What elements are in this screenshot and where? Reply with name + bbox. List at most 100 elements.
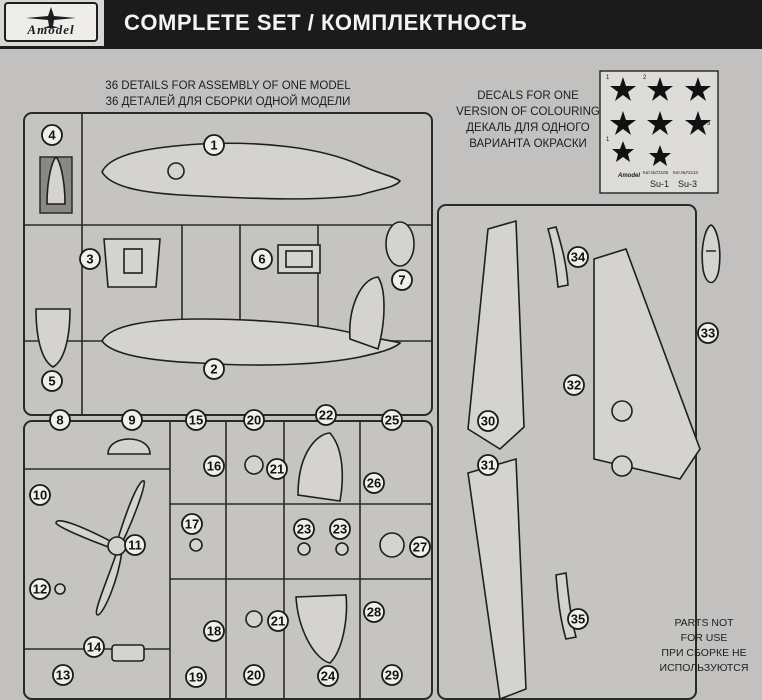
sprue-lower-frame <box>23 420 433 700</box>
part-number-label: 20 <box>247 668 261 683</box>
part-number-label: 17 <box>185 517 199 532</box>
part-1-fuselage-half <box>101 142 402 200</box>
part-11-propeller <box>55 480 145 616</box>
sprue-info-ru: 36 ДЕТАЛЕЙ ДЛЯ СБОРКИ ОДНОЙ МОДЕЛИ <box>106 95 351 108</box>
part-17-hub <box>189 538 203 552</box>
part-callout-12: 12 <box>29 578 51 600</box>
part-callout-20: 20 <box>243 409 265 431</box>
part-23-wheel <box>297 542 311 556</box>
part-7-disc <box>385 221 415 267</box>
decal-caption-su3: Su-3 <box>678 179 697 189</box>
parts-sheet: 36 DETAILS FOR ASSEMBLY OF ONE MODEL 36 … <box>23 70 749 700</box>
part-number-label: 35 <box>571 612 585 627</box>
part-number-label: 32 <box>567 378 581 393</box>
part-number-label: 29 <box>385 668 399 683</box>
part-number-label: 12 <box>33 582 47 597</box>
part-callout-20: 20 <box>243 664 265 686</box>
part-callout-6: 6 <box>251 248 273 270</box>
part-number-label: 6 <box>258 252 265 267</box>
part-callout-10: 10 <box>29 484 51 506</box>
part-21-wheel-hub <box>244 455 264 475</box>
part-number-label: 24 <box>321 669 336 684</box>
part-6-radiator-face <box>285 250 313 268</box>
part-22-stabilizer <box>297 432 344 502</box>
part-number-label: 10 <box>33 488 47 503</box>
part-21-wheel-hub <box>245 610 263 628</box>
part-number-label: 21 <box>270 462 284 477</box>
part-callout-29: 29 <box>381 664 403 686</box>
part-callout-23: 23 <box>293 518 315 540</box>
not-used-line-1: PARTS NOT <box>674 617 734 629</box>
part-callout-26: 26 <box>363 472 385 494</box>
part-number-label: 7 <box>398 273 405 288</box>
part-number-label: 8 <box>56 413 63 428</box>
part-callout-27: 27 <box>409 536 431 558</box>
red-star-decal-icon <box>610 77 711 166</box>
part-27-disc <box>379 532 405 558</box>
part-number-label: 28 <box>367 605 381 620</box>
not-used-line-3: ПРИ СБОРКЕ НЕ <box>661 647 746 659</box>
wheel-well-icon <box>611 400 633 422</box>
part-number-label: 31 <box>481 458 495 473</box>
part-number-label: 25 <box>385 413 399 428</box>
part-callout-28: 28 <box>363 601 385 623</box>
not-used-line-2: FOR USE <box>681 632 728 644</box>
part-callout-3: 3 <box>79 248 101 270</box>
decal-brand: Amodel <box>617 173 640 179</box>
part-number-label: 22 <box>319 408 333 423</box>
wheel-well-icon <box>611 455 633 477</box>
part-number-label: 23 <box>297 522 311 537</box>
part-31-wing-panel <box>467 457 527 700</box>
part-callout-22: 22 <box>315 404 337 426</box>
part-callout-16: 16 <box>203 455 225 477</box>
decal-star-number: 3 <box>707 121 711 127</box>
part-callout-14: 14 <box>83 636 105 658</box>
part-callout-35: 35 <box>567 608 589 630</box>
part-24-stabilizer <box>295 594 348 664</box>
part-number-label: 15 <box>189 413 203 428</box>
logo-text: Amodel <box>27 22 75 37</box>
part-33-canopy <box>701 224 721 284</box>
decal-info-line-3: ДЕКАЛЬ ДЛЯ ОДНОГО <box>466 122 590 134</box>
part-number-label: 5 <box>48 374 55 389</box>
part-callout-15: 15 <box>185 409 207 431</box>
not-used-line-4: ИСПОЛЬЗУЮТСЯ <box>660 662 749 674</box>
decal-star-number: 1 <box>606 137 610 143</box>
decal-info-line-1: DECALS FOR ONE <box>477 90 579 102</box>
decal-sheet: 1 2 3 1 Amodel Кат.№72106 Кат.№72113 Su-… <box>599 70 719 194</box>
page-header: Amodel COMPLETE SET / КОМПЛЕКТНОСТЬ <box>0 0 762 49</box>
part-callout-13: 13 <box>52 664 74 686</box>
part-number-label: 1 <box>210 138 217 153</box>
part-number-label: 19 <box>189 670 203 685</box>
decal-star-number: 1 <box>606 75 610 81</box>
decal-fine-print: Кат.№72113 <box>673 170 698 175</box>
sprue-info-en: 36 DETAILS FOR ASSEMBLY OF ONE MODEL <box>105 80 351 92</box>
part-5-canopy-piece <box>35 308 71 368</box>
decal-fine-print: Кат.№72106 <box>643 170 669 175</box>
part-callout-7: 7 <box>391 269 413 291</box>
part-callout-5: 5 <box>41 370 63 392</box>
part-number-label: 23 <box>333 522 347 537</box>
part-9-instrument-panel <box>107 438 151 455</box>
part-4-spinner <box>46 155 66 205</box>
part-2-fuselage-half <box>101 318 402 366</box>
part-12-washer <box>54 583 66 595</box>
part-callout-9: 9 <box>121 409 143 431</box>
part-30-wing-panel <box>467 219 525 451</box>
part-callout-4: 4 <box>41 124 63 146</box>
part-callout-1: 1 <box>203 134 225 156</box>
cockpit-canopy-outline <box>167 162 185 180</box>
decal-info-line-4: ВАРИАНТА ОКРАСКИ <box>469 138 587 150</box>
part-callout-11: 11 <box>124 534 146 556</box>
part-number-label: 14 <box>87 640 102 655</box>
part-number-label: 3 <box>86 252 93 267</box>
part-callout-25: 25 <box>381 409 403 431</box>
part-number-label: 4 <box>48 128 56 143</box>
part-callout-32: 32 <box>563 374 585 396</box>
airplane-emblem-icon <box>26 7 76 28</box>
page-title: COMPLETE SET / КОМПЛЕКТНОСТЬ <box>104 0 762 46</box>
part-callout-34: 34 <box>567 246 589 268</box>
part-number-label: 2 <box>210 362 217 377</box>
amodel-logo: Amodel <box>4 2 98 42</box>
